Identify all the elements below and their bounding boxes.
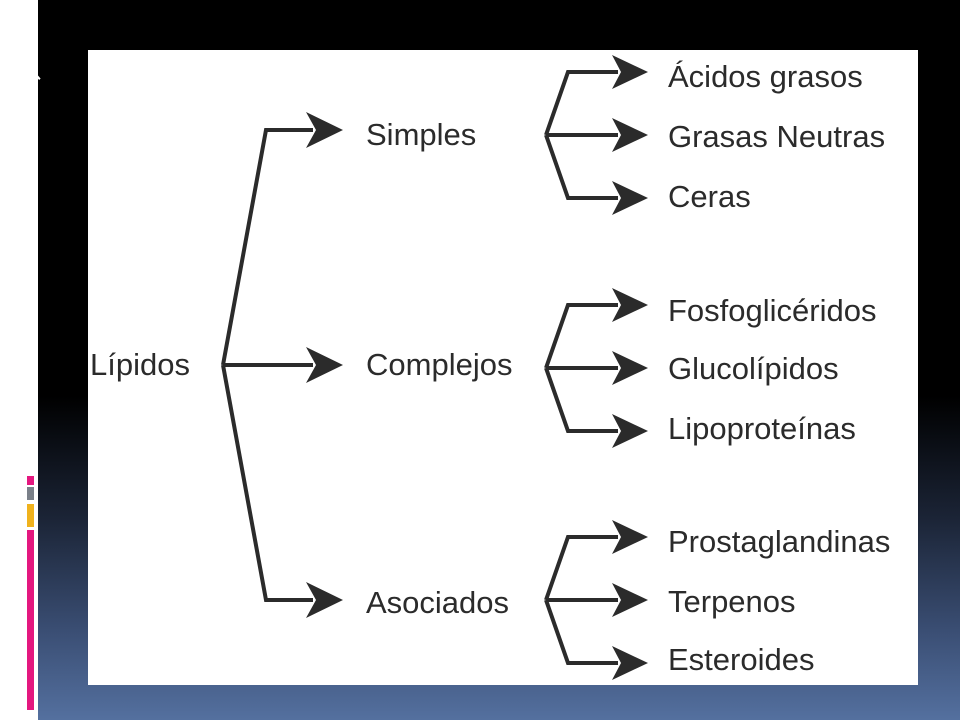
arrowhead: [612, 583, 648, 617]
arrowhead: [612, 646, 648, 680]
connector: [544, 535, 618, 601]
connector: [544, 599, 618, 665]
category-label-complejos: Complejos: [366, 347, 512, 382]
accent-square-pink: [27, 476, 34, 485]
root-arrowheads: [306, 112, 343, 618]
arrowhead: [612, 414, 648, 448]
diagram-canvas: Lípidos Simples Complejos Asociados Ácid…: [90, 55, 890, 680]
item-label: Ceras: [668, 179, 751, 214]
asociados-connectors: [544, 535, 618, 665]
arrowhead: [306, 347, 343, 383]
item-label: Esteroides: [668, 642, 814, 677]
arrowhead: [612, 288, 648, 322]
connector-to-asociados: [221, 364, 313, 602]
connector-to-simples: [221, 128, 313, 366]
vertical-line-decoration: [25, 58, 28, 116]
item-label: Prostaglandinas: [668, 524, 890, 559]
vertical-line-decoration: [20, 50, 23, 112]
item-label: Terpenos: [668, 584, 796, 619]
simples-connectors: [544, 70, 618, 200]
root-connectors: [221, 128, 313, 602]
accent-square-gold: [27, 504, 34, 527]
arrowhead: [612, 55, 648, 89]
complejos-connectors: [544, 303, 618, 433]
classification-diagram: Lípidos Simples Complejos Asociados Ácid…: [88, 50, 918, 685]
simples-arrowheads: [612, 55, 648, 215]
complejos-arrowheads: [612, 288, 648, 448]
asociados-arrowheads: [612, 520, 648, 680]
item-label: Fosfoglicéridos: [668, 293, 876, 328]
category-label-asociados: Asociados: [366, 585, 509, 620]
category-label-simples: Simples: [366, 117, 476, 152]
item-label: Glucolípidos: [668, 351, 839, 386]
item-label: Ácidos grasos: [668, 59, 863, 94]
arrowhead: [612, 520, 648, 554]
vertical-line-decoration: [30, 66, 33, 116]
connector: [544, 70, 618, 136]
connector: [544, 303, 618, 369]
connector: [544, 134, 618, 200]
accent-square-gray: [27, 487, 34, 500]
arrowhead: [306, 582, 343, 618]
root-label: Lípidos: [90, 347, 190, 382]
arrowhead: [612, 118, 648, 152]
arrowhead: [612, 181, 648, 215]
item-label: Grasas Neutras: [668, 119, 885, 154]
arrowhead: [306, 112, 343, 148]
item-label: Lipoproteínas: [668, 411, 856, 446]
arrowhead: [612, 351, 648, 385]
connector: [544, 367, 618, 433]
accent-bar-pink: [27, 530, 34, 710]
